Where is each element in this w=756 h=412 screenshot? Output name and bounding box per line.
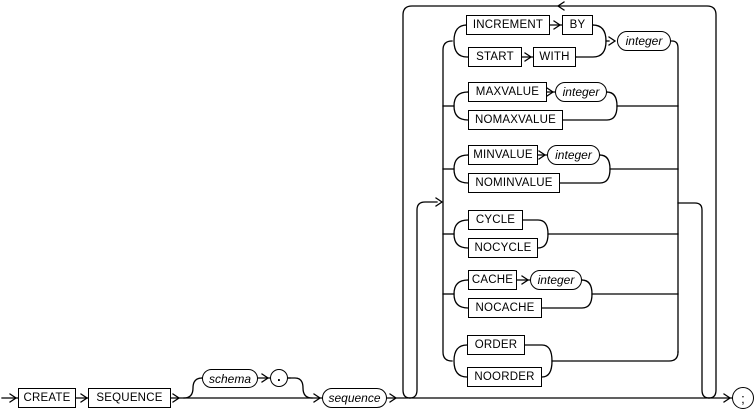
- variable-sequence-name: sequence: [322, 388, 387, 408]
- keyword-start: START: [468, 47, 522, 67]
- exit-rail: [677, 202, 710, 399]
- keyword-nocycle: NOCYCLE: [468, 238, 538, 258]
- variable-integer-maxvalue: integer: [555, 82, 607, 102]
- keyword-nocache: NOCACHE: [468, 298, 542, 318]
- keyword-minvalue: MINVALUE: [468, 145, 538, 165]
- keyword-maxvalue: MAXVALUE: [468, 82, 547, 102]
- variable-integer-minvalue: integer: [547, 145, 600, 165]
- keyword-cache: CACHE: [468, 270, 517, 290]
- arrow-icons: [9, 1, 732, 403]
- punctuation-semicolon: ;: [732, 387, 754, 409]
- keyword-by: BY: [562, 15, 593, 35]
- keyword-increment: INCREMENT: [466, 15, 550, 35]
- keyword-cycle: CYCLE: [468, 210, 523, 230]
- keyword-nomaxvalue: NOMAXVALUE: [468, 110, 563, 130]
- keyword-sequence: SEQUENCE: [88, 388, 171, 408]
- keyword-noorder: NOORDER: [467, 367, 542, 387]
- keyword-create: CREATE: [18, 388, 76, 408]
- variable-integer-increment: integer: [617, 31, 671, 51]
- collector-rail: [547, 40, 679, 362]
- punctuation-dot: .: [270, 369, 288, 387]
- variable-schema: schema: [202, 369, 258, 388]
- variable-integer-cache: integer: [530, 270, 582, 290]
- keyword-order: ORDER: [467, 335, 525, 355]
- distribution-rail: [442, 40, 455, 362]
- group-exit-brackets: [522, 24, 618, 378]
- keyword-with: WITH: [533, 47, 576, 67]
- group-entry-brackets: [453, 24, 469, 378]
- loop-rail: [402, 5, 717, 399]
- keyword-nominvalue: NOMINVALUE: [468, 173, 560, 193]
- entry-rail: [409, 201, 438, 399]
